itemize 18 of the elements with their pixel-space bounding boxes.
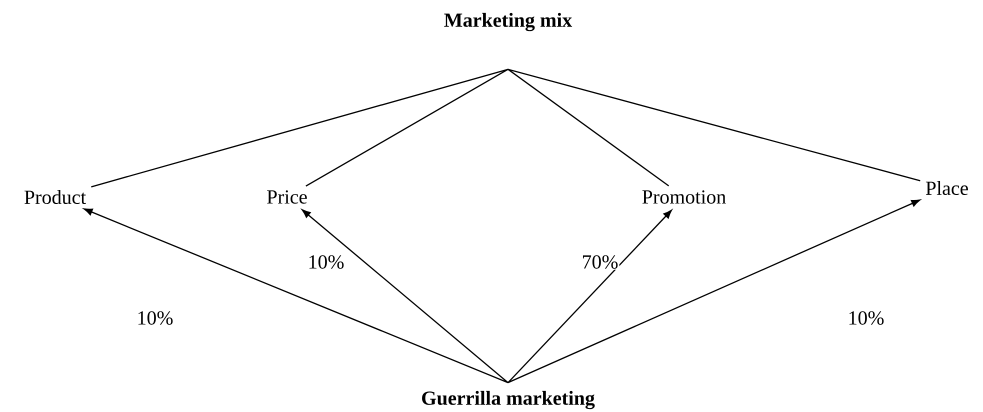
node-label: Promotion [642,190,726,204]
edge-label: 10% [136,310,174,326]
connector-line [91,68,508,188]
connector-line [306,68,508,187]
arrow [508,200,920,384]
arrow [84,208,508,384]
node-label: Price [267,190,307,204]
node-label: Place [926,180,968,196]
arrow [302,209,508,384]
edge-label: 10% [846,310,886,326]
connector-line [508,68,670,186]
edge-label: 10% [306,254,346,270]
title-text: Guerrilla marketing [422,390,595,410]
title-text: Marketing mix [444,12,572,32]
connector-line [508,68,920,182]
edge-label: 70% [580,254,620,270]
arrow [508,210,672,384]
node-label: Product [24,190,86,204]
